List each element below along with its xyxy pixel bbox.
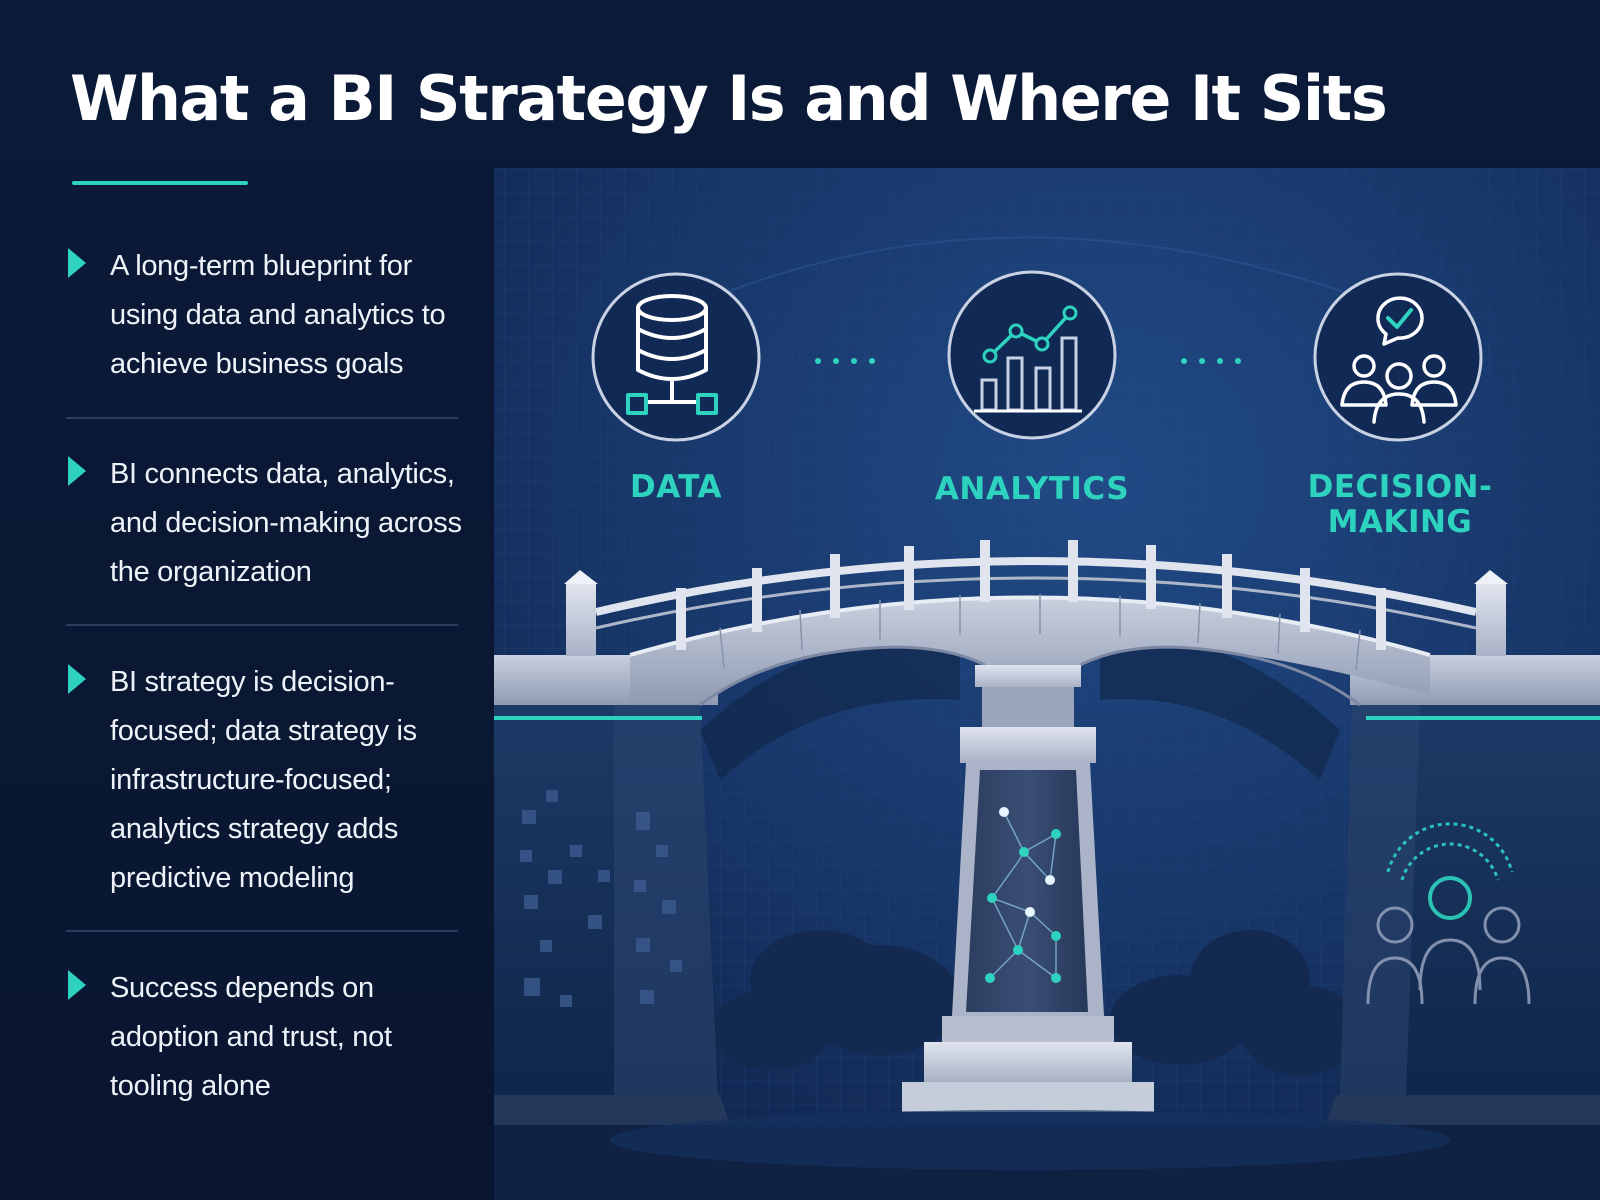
stage-label-analytics: ANALYTICS [934,471,1130,507]
team-checkmark-icon [1340,296,1458,424]
clouds [710,930,1360,1075]
central-pillar [902,665,1154,1112]
connector-dots-2 [1181,358,1241,364]
database-icon [626,294,718,415]
stage-label-data: DATA [629,469,723,505]
stage-label-decision-making: DECISION-MAKING [1307,469,1493,540]
connector-dots-1 [815,358,875,364]
title-underline [72,181,248,185]
bullet-text: A long-term blueprint for using data and… [110,250,446,380]
triangle-bullet-icon [68,456,86,486]
bullet-divider [66,417,458,419]
line-bar-chart-icon [974,305,1082,413]
stage-data [591,272,761,442]
stage-decision-making [1313,272,1483,442]
triangle-bullet-icon [68,248,86,278]
bullet-text: BI strategy is decision-focused; data st… [110,666,417,894]
page-title: What a BI Strategy Is and Where It Sits [70,62,1388,135]
bridge-railing [564,540,1508,656]
bullet-divider [66,624,458,626]
bridge [494,540,1600,1200]
bullet-text: BI connects data, analytics, and decisio… [110,458,462,588]
bullet-text: Success depends on adoption and trust, n… [110,972,392,1102]
triangle-bullet-icon [68,664,86,694]
stage-analytics [947,270,1117,440]
bullet-divider [66,930,458,932]
triangle-bullet-icon [68,970,86,1000]
